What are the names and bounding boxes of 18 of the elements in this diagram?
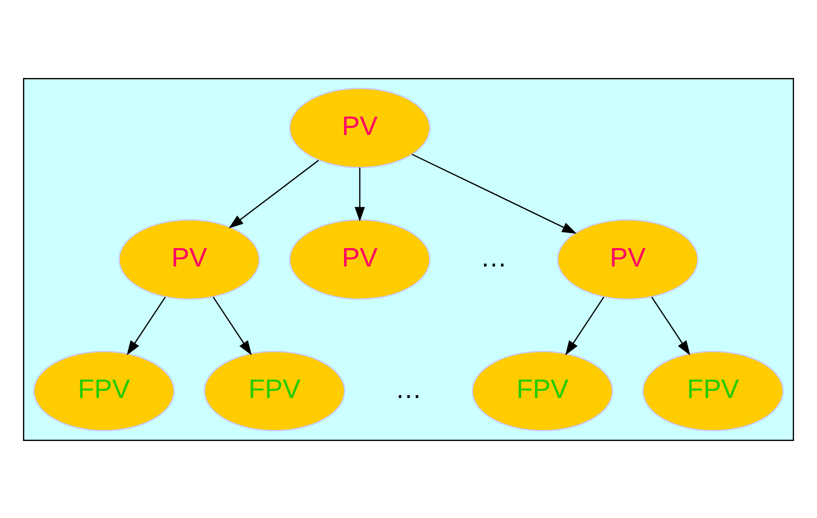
cluster [22,78,794,440]
arrow [412,153,577,234]
arrow [354,167,365,222]
node-ellipse: PV [289,87,430,168]
arrow [126,296,166,355]
arrow [651,296,690,355]
label: … [480,242,508,272]
node-ellipse: PV [557,218,698,300]
node-ellipse: PV [289,218,430,300]
arrow [565,296,604,355]
node-ellipse: FPV [642,350,784,431]
arrow [212,296,252,355]
label: … [395,373,422,404]
node-ellipse: FPV [33,350,175,431]
node-ellipse: PV [118,218,260,300]
arrow [228,159,319,228]
node-ellipse: FPV [472,350,614,431]
node-ellipse: FPV [204,350,346,431]
